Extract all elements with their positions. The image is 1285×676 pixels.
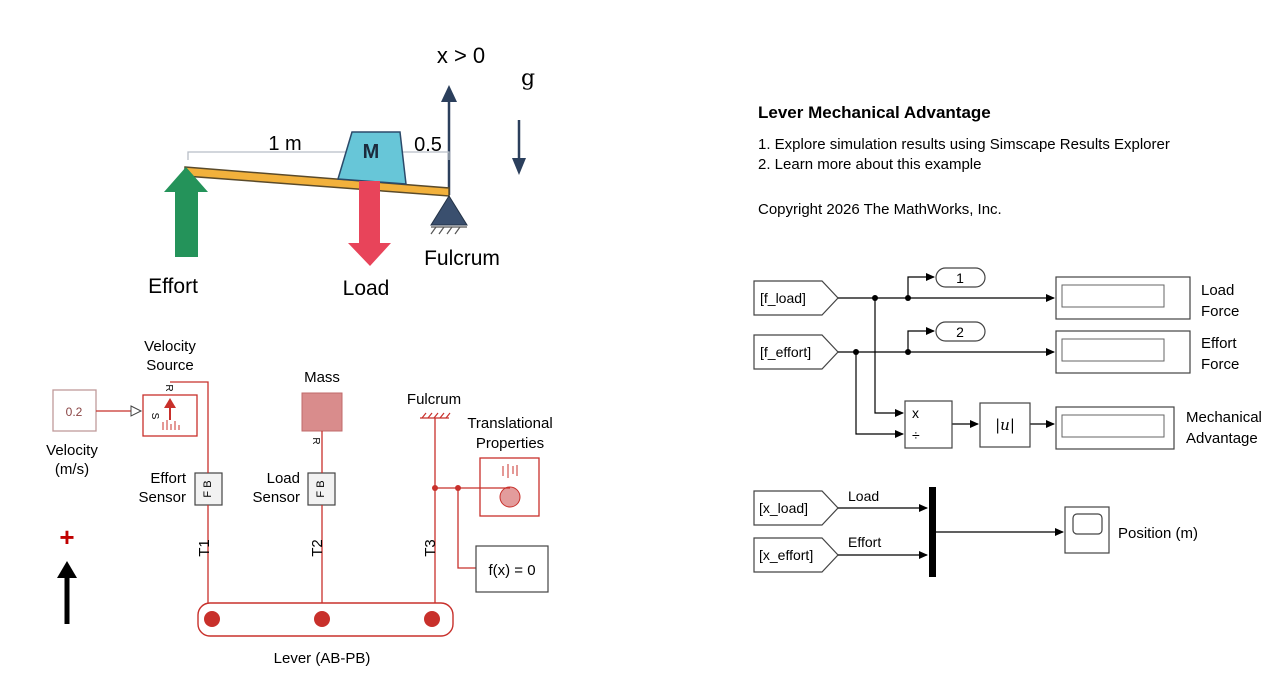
abs-block[interactable]: |u| <box>979 402 1031 448</box>
page-title: Lever Mechanical Advantage <box>758 103 991 122</box>
velocity-label-line1: Velocity <box>46 442 98 459</box>
source-port-s: S <box>149 413 160 420</box>
dimension-1m-label: 1 m <box>268 133 301 155</box>
velocity-label-line2: (m/s) <box>55 461 89 478</box>
from-x-effort-block[interactable]: [x_effort] <box>753 537 839 573</box>
load-sensor-block[interactable]: F B <box>307 472 336 506</box>
outport-1-label: 1 <box>956 270 964 286</box>
divide-divide-sign: ÷ <box>912 427 920 443</box>
lever-beam <box>184 166 450 197</box>
t2-label: T2 <box>309 539 326 557</box>
t1-label: T1 <box>196 539 213 557</box>
outport-2-label: 2 <box>956 324 964 340</box>
x-positive-label: x > 0 <box>437 43 485 68</box>
position-label: Position (m) <box>1118 525 1198 542</box>
mass-block[interactable] <box>301 392 343 432</box>
velocity-input-port-icon <box>130 405 143 417</box>
load-force-display[interactable] <box>1055 276 1191 320</box>
position-scope-block[interactable] <box>1064 506 1110 554</box>
fulcrum-triangle-icon <box>430 195 468 226</box>
fulcrum-label: Fulcrum <box>424 247 500 270</box>
from-f-effort-label: [f_effort] <box>760 344 811 360</box>
load-sensor-ports: F B <box>315 480 327 497</box>
signal-model: [f_load] [f_effort] 1 2 <box>753 267 1262 577</box>
gravity-label: g <box>521 66 535 91</box>
from-x-load-block[interactable]: [x_load] <box>753 490 839 526</box>
signal-junction-dot <box>872 295 878 301</box>
from-f-load-block[interactable]: [f_load] <box>753 280 839 316</box>
position-signal-lines <box>838 504 1064 559</box>
dimension-0-5-label: 0.5 <box>414 134 442 156</box>
mechanical-advantage-label-line1: Mechanical <box>1186 409 1262 426</box>
effort-label: Effort <box>148 275 198 298</box>
source-port-r: R <box>163 384 174 391</box>
load-force-label-line2: Force <box>1201 303 1239 320</box>
junction-dot <box>455 485 461 491</box>
fulcrum-ground-icon <box>430 226 467 235</box>
load-force-label-line1: Load <box>1201 282 1234 299</box>
props-label-line2: Properties <box>476 435 544 452</box>
props-label-line1: Translational <box>467 415 552 432</box>
load-sensor-label-line1: Load <box>267 470 300 487</box>
divide-multiply-sign: x <box>912 405 919 421</box>
physical-connections <box>170 381 510 612</box>
mass-label: M <box>363 141 380 163</box>
fulcrum-block-label: Fulcrum <box>407 391 461 408</box>
velocity-constant-block[interactable]: 0.2 <box>52 389 97 432</box>
t3-label: T3 <box>422 539 439 557</box>
effort-force-display[interactable] <box>1055 330 1191 374</box>
from-f-effort-block[interactable]: [f_effort] <box>753 334 839 370</box>
effort-force-label-line2: Force <box>1201 356 1239 373</box>
velocity-value: 0.2 <box>66 405 83 419</box>
positive-direction-plus: + <box>59 522 74 552</box>
mass-port-r: R <box>310 437 321 444</box>
from-x-load-label: [x_load] <box>759 500 808 516</box>
lever-illustration: x > 0 g 1 m 0.5 M Effort Load Fulcrum <box>148 43 535 300</box>
effort-arrow-icon <box>164 167 208 257</box>
divide-block[interactable]: x ÷ <box>904 400 953 449</box>
from-f-load-label: [f_load] <box>760 290 806 306</box>
effort-sensor-label-line1: Effort <box>150 470 186 487</box>
signal-effort-label: Effort <box>848 534 881 550</box>
source-label-line1: Velocity <box>144 338 196 355</box>
physical-model: 0.2 Velocity (m/s) Velocity Source S R M… <box>46 338 553 667</box>
translational-properties-block[interactable] <box>479 457 540 517</box>
lever-block[interactable] <box>197 602 454 637</box>
mechanical-advantage-display[interactable] <box>1055 406 1175 450</box>
velocity-source-block[interactable] <box>142 394 198 437</box>
x-axis-arrow-icon <box>441 85 457 102</box>
copyright-text: Copyright 2026 The MathWorks, Inc. <box>758 201 1002 218</box>
fulcrum-reference-icon[interactable] <box>420 412 451 419</box>
outport-2[interactable]: 2 <box>935 321 986 342</box>
learn-more-link[interactable]: 2. Learn more about this example <box>758 156 982 173</box>
gravity-arrow-icon <box>512 158 526 175</box>
mass-block <box>337 131 407 185</box>
from-x-effort-label: [x_effort] <box>759 547 813 563</box>
load-label: Load <box>343 277 390 300</box>
effort-sensor-block[interactable]: F B <box>194 472 223 506</box>
solver-label: f(x) = 0 <box>488 562 535 579</box>
effort-sensor-ports: F B <box>202 480 214 497</box>
junction-dot <box>432 485 438 491</box>
explore-results-link[interactable]: 1. Explore simulation results using Sims… <box>758 136 1170 153</box>
mechanical-advantage-label-line2: Advantage <box>1186 430 1258 447</box>
source-label-line2: Source <box>146 357 194 374</box>
effort-sensor-label-line2: Sensor <box>138 489 186 506</box>
abs-label: |u| <box>995 416 1015 434</box>
positive-direction-arrow-icon <box>57 561 77 578</box>
effort-force-label-line1: Effort <box>1201 335 1237 352</box>
signal-junction-dot <box>905 349 911 355</box>
signal-load-label: Load <box>848 488 879 504</box>
outport-1[interactable]: 1 <box>935 267 986 288</box>
signal-junction-dot <box>905 295 911 301</box>
lever-block-label: Lever (AB-PB) <box>274 650 371 667</box>
signal-junction-dot <box>853 349 859 355</box>
solver-configuration-block[interactable]: f(x) = 0 <box>475 545 549 593</box>
mass-block-label: Mass <box>304 369 340 386</box>
load-arrow-icon <box>348 181 391 266</box>
mux-block[interactable] <box>929 487 936 577</box>
load-sensor-label-line2: Sensor <box>252 489 300 506</box>
